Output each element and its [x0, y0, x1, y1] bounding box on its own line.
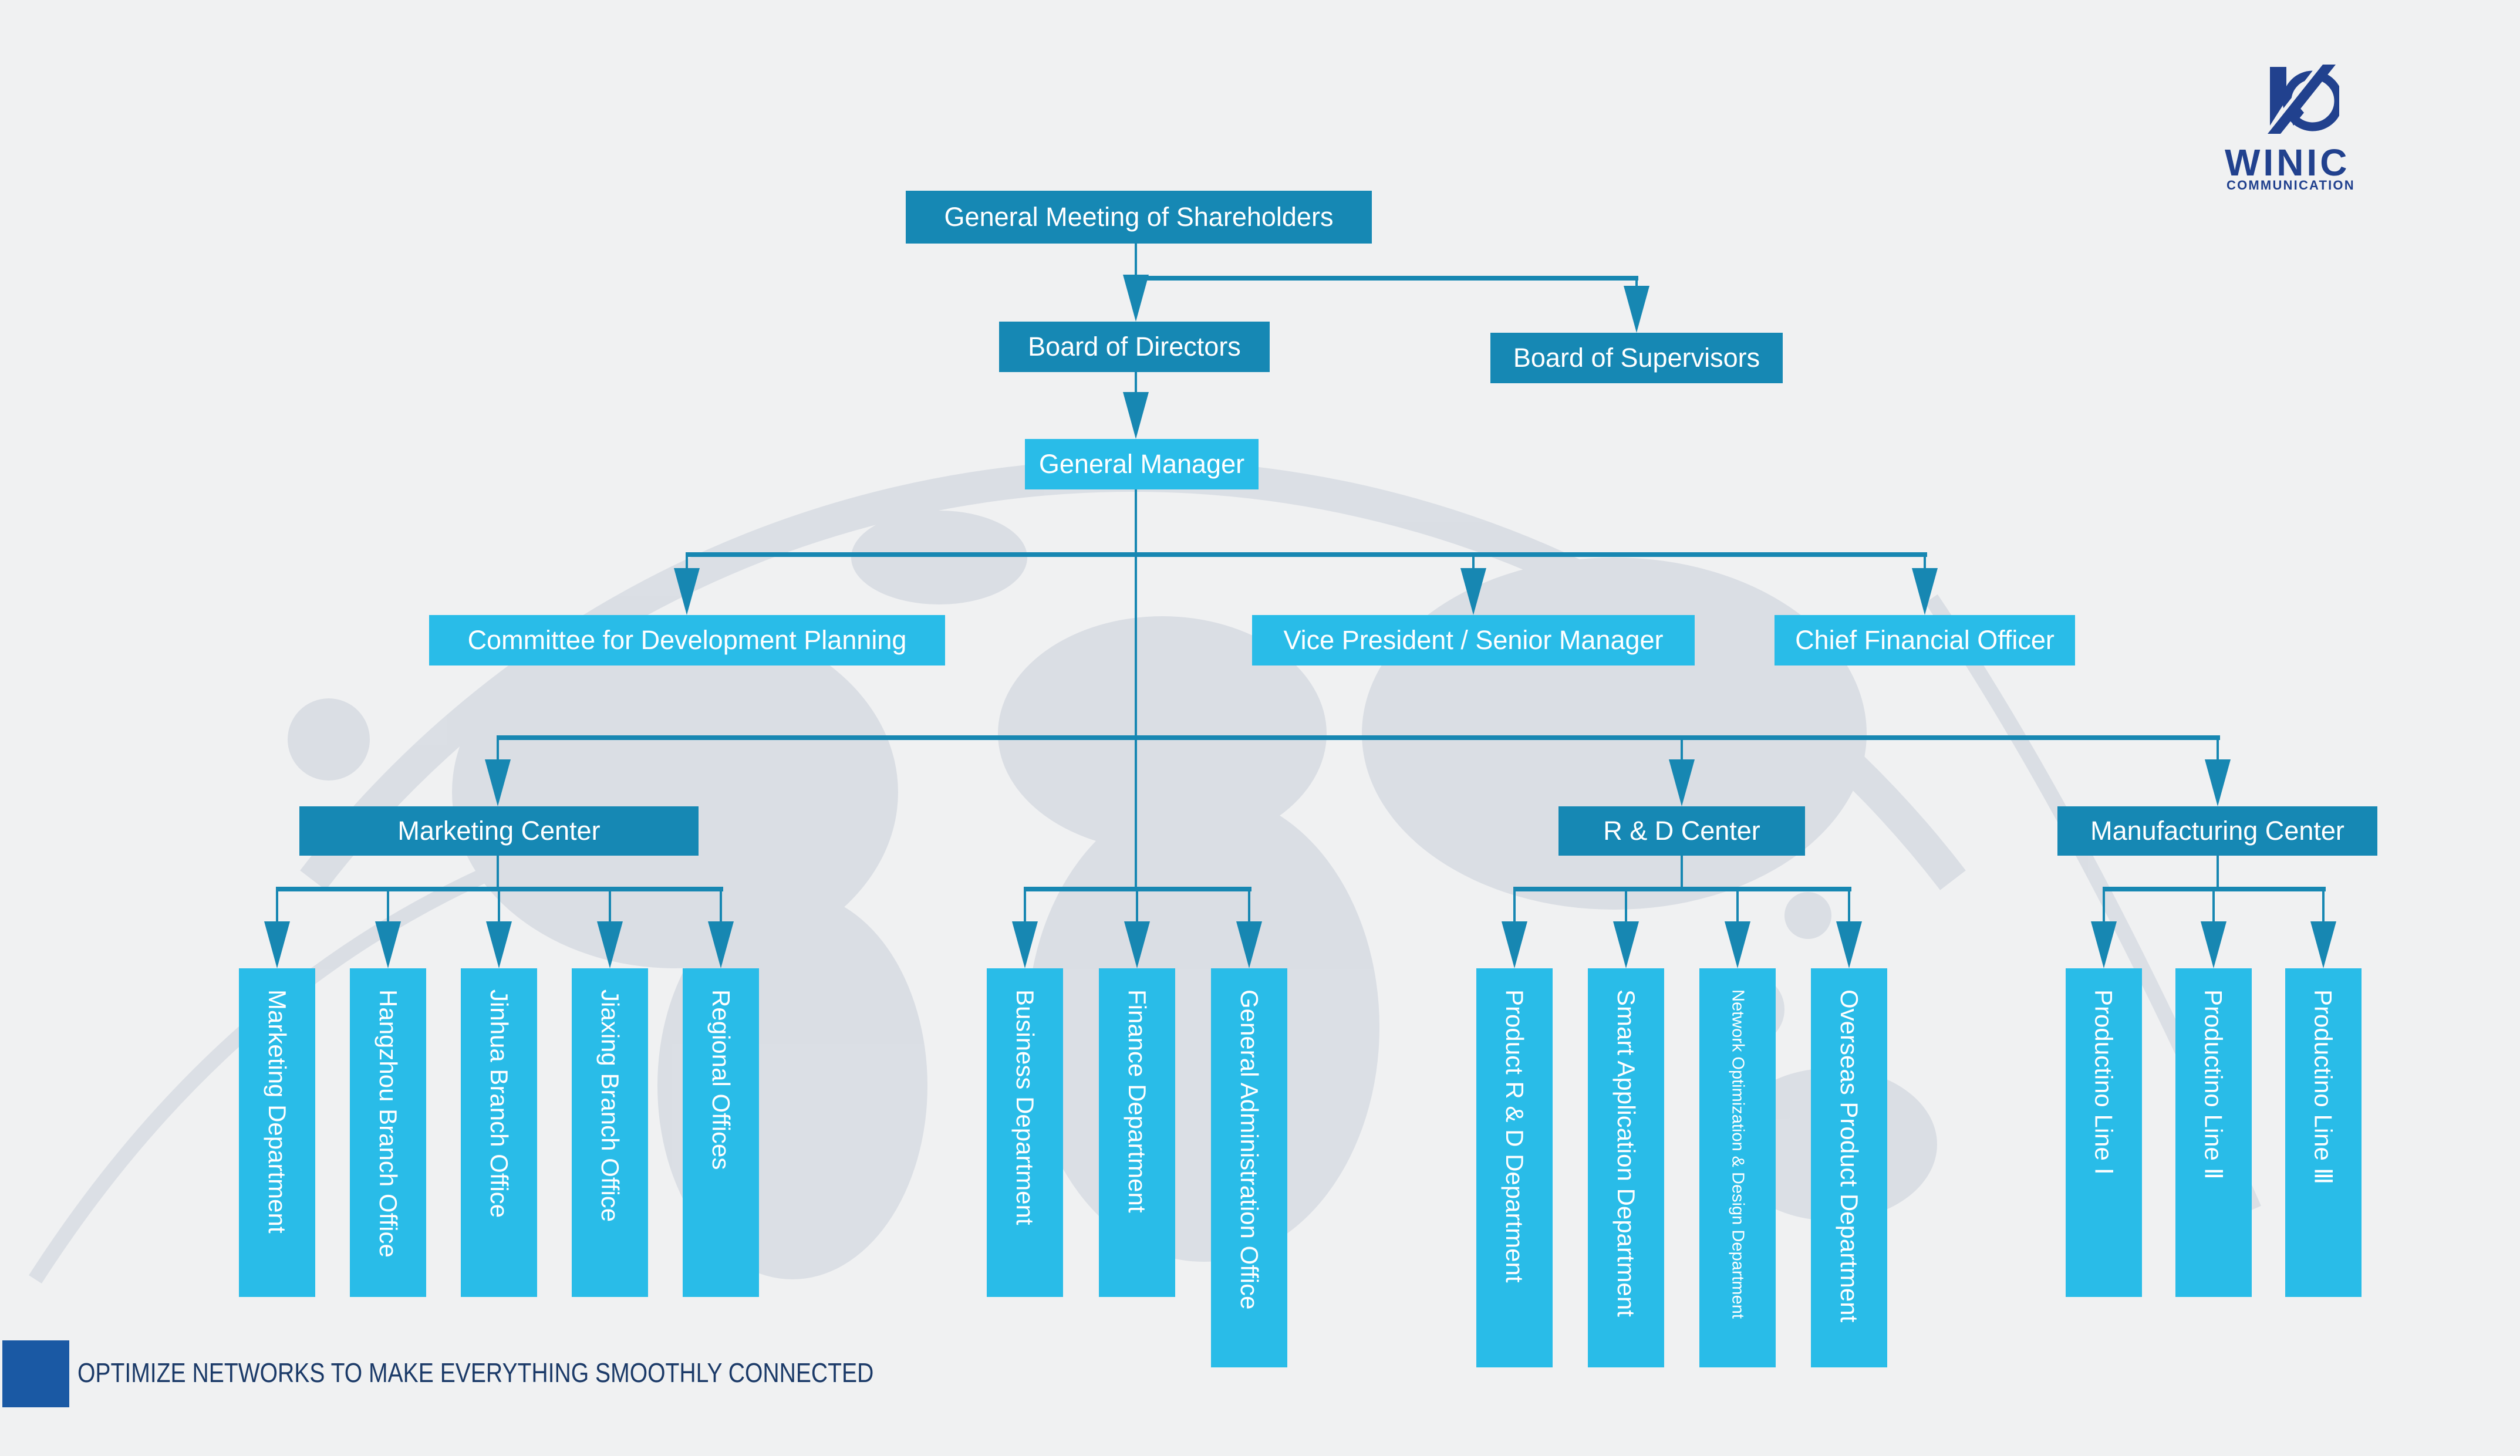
- arrow-down-icon: [2201, 921, 2226, 968]
- arrow-down-icon: [708, 921, 734, 968]
- arrow-down-icon: [1502, 921, 1527, 968]
- connector-line: [2212, 891, 2215, 924]
- connector-line: [1472, 557, 1475, 573]
- connector-line: [1924, 557, 1926, 573]
- connector-line: [2322, 891, 2325, 924]
- arrow-down-icon: [1124, 921, 1150, 968]
- node-manufacturing-center: Manufacturing Center: [2057, 806, 2377, 856]
- connector-line: [276, 891, 278, 924]
- connector-line: [1736, 891, 1739, 924]
- arrow-down-icon: [485, 759, 511, 806]
- connector-line: [497, 740, 499, 762]
- node-marketing-center: Marketing Center: [299, 806, 699, 856]
- arrow-down-icon: [1123, 275, 1149, 322]
- arrow-down-icon: [1613, 921, 1639, 968]
- node-chief-financial-officer: Chief Financial Officer: [1775, 615, 2075, 665]
- node-regional-offices: Regional Offices: [683, 968, 759, 1297]
- connector-line: [497, 735, 2220, 740]
- connector-line: [686, 557, 688, 573]
- connector-line: [2217, 856, 2219, 891]
- node-board-of-supervisors: Board of Supervisors: [1490, 333, 1783, 383]
- connector-line: [276, 887, 723, 891]
- arrow-down-icon: [264, 921, 290, 968]
- arrow-down-icon: [486, 921, 512, 968]
- arrow-down-icon: [674, 568, 700, 615]
- connector-line: [1135, 276, 1638, 281]
- node-network-optimization-design-department: Network Optimization & Design Department: [1699, 968, 1776, 1367]
- node-overseas-product-department: Overseas Product Department: [1811, 968, 1887, 1367]
- connector-line: [720, 891, 722, 924]
- node-production-line-3: Productino Line Ⅲ: [2285, 968, 2362, 1297]
- winic-logo-icon: [2263, 65, 2339, 134]
- arrow-down-icon: [2091, 921, 2117, 968]
- connector-line: [497, 856, 499, 891]
- connector-line: [1024, 891, 1026, 924]
- tagline-text: OPTIMIZE NETWORKS TO MAKE EVERYTHING SMO…: [77, 1357, 874, 1388]
- arrow-down-icon: [1836, 921, 1862, 968]
- connector-line: [1681, 740, 1683, 762]
- node-general-manager: General Manager: [1025, 439, 1259, 489]
- connector-line: [1848, 891, 1850, 924]
- node-vice-president-senior-manager: Vice President / Senior Manager: [1252, 615, 1695, 665]
- connector-line: [2103, 891, 2105, 924]
- connector-line: [1681, 856, 1683, 891]
- arrow-down-icon: [2205, 759, 2231, 806]
- arrow-down-icon: [375, 921, 401, 968]
- node-jiaxing-branch-office: Jiaxing Branch Office: [572, 968, 648, 1297]
- node-hangzhou-branch-office: Hangzhou Branch Office: [350, 968, 426, 1297]
- arrow-down-icon: [1624, 286, 1649, 333]
- node-marketing-department: Marketing Department: [239, 968, 315, 1297]
- arrow-down-icon: [1460, 568, 1486, 615]
- node-finance-department: Finance Department: [1099, 968, 1175, 1297]
- arrow-down-icon: [1012, 921, 1038, 968]
- node-production-line-2: Productino Line Ⅱ: [2175, 968, 2252, 1297]
- connector-line: [1248, 891, 1250, 924]
- arrow-down-icon: [1669, 759, 1695, 806]
- node-smart-application-department: Smart Application Department: [1588, 968, 1664, 1367]
- arrow-down-icon: [1725, 921, 1750, 968]
- logo-subtitle: COMMUNICATION: [2226, 178, 2355, 192]
- node-jinhua-branch-office: Jinhua Branch Office: [461, 968, 537, 1297]
- node-committee-for-development-planning: Committee for Development Planning: [429, 615, 945, 665]
- node-board-of-directors: Board of Directors: [999, 322, 1270, 372]
- node-general-administration-office: General Administration Office: [1211, 968, 1287, 1367]
- arrow-down-icon: [1236, 921, 1262, 968]
- node-business-department: Business Department: [987, 968, 1063, 1297]
- node-product-rd-department: Product R & D Department: [1476, 968, 1553, 1367]
- connector-line: [1135, 244, 1137, 278]
- node-general-meeting-of-shareholders: General Meeting of Shareholders: [906, 191, 1372, 244]
- connector-line: [1513, 891, 1516, 924]
- connector-line: [387, 891, 389, 924]
- connector-line: [1136, 891, 1138, 924]
- connector-line: [1135, 489, 1137, 891]
- arrow-down-icon: [2310, 921, 2336, 968]
- connector-line: [498, 891, 500, 924]
- connector-line: [1513, 887, 1851, 891]
- logo-wordmark: WINIC: [2225, 141, 2350, 184]
- node-rd-center: R & D Center: [1558, 806, 1805, 856]
- connector-line: [2103, 887, 2326, 891]
- arrow-down-icon: [1912, 568, 1938, 615]
- connector-line: [1625, 891, 1627, 924]
- connector-line: [2217, 740, 2219, 762]
- tagline-square-icon: [2, 1340, 69, 1407]
- connector-line: [1635, 281, 1638, 290]
- connector-line: [1024, 887, 1251, 891]
- arrow-down-icon: [597, 921, 623, 968]
- arrow-down-icon: [1123, 392, 1149, 439]
- connector-line: [1135, 372, 1137, 396]
- node-production-line-1: Productino Line Ⅰ: [2066, 968, 2142, 1297]
- connector-line: [686, 552, 1927, 557]
- connector-line: [609, 891, 611, 924]
